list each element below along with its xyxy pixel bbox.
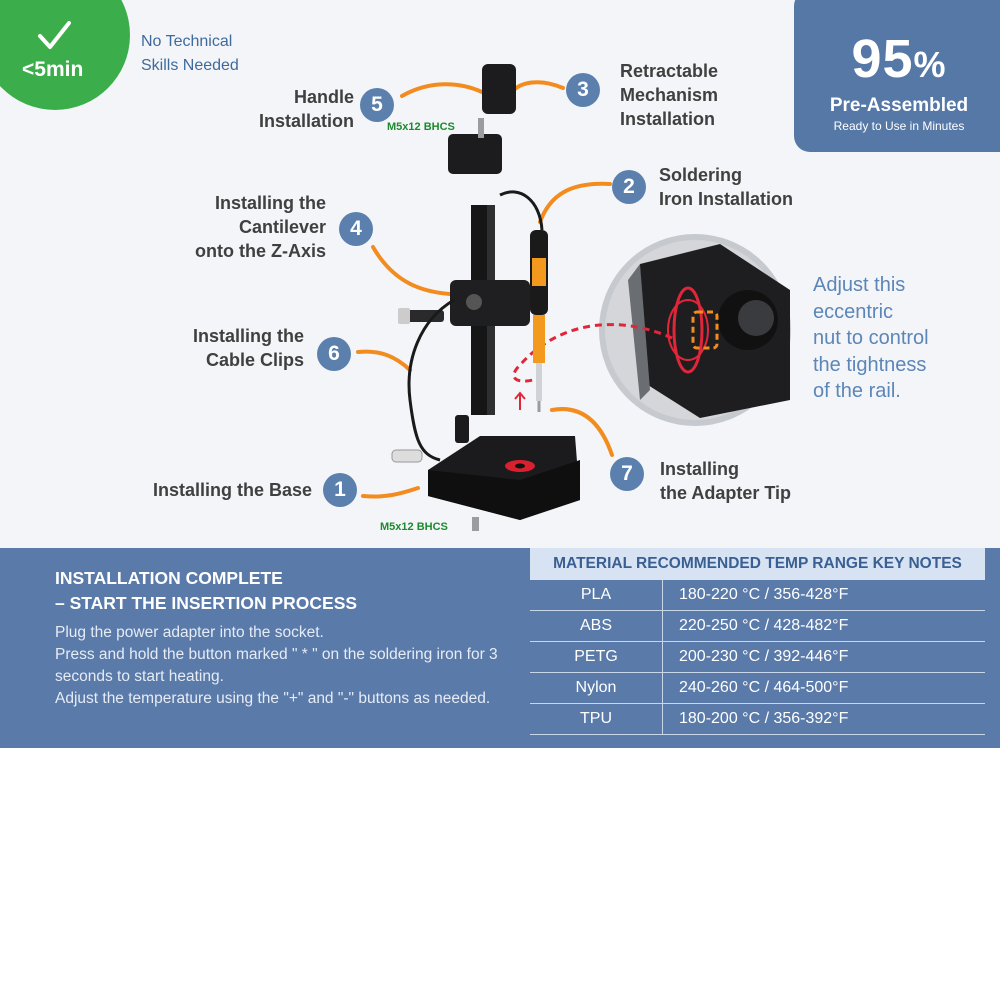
- arrow-step-1: [361, 486, 420, 499]
- assembly-diagram-area: <5min No Technical Skills Needed 95% Pre…: [0, 0, 1000, 548]
- eccentric-nut-zoom: [599, 234, 791, 426]
- soldering-iron-part: [499, 190, 548, 412]
- check-icon: [38, 21, 71, 49]
- pre-assembled-title: Pre-Assembled: [829, 95, 969, 116]
- step-label-6: Installing the Cable Clips: [192, 326, 304, 370]
- arrow-step-4: [371, 245, 452, 296]
- step-number-6: 6: [317, 337, 351, 371]
- time-badge-label: <5min: [22, 58, 84, 81]
- arrow-step-7: [550, 407, 614, 457]
- material-cell: PETG: [530, 642, 663, 672]
- soldering-station-illustration: [356, 64, 791, 531]
- material-cell: Nylon: [530, 673, 663, 703]
- step-number-7: 7: [610, 457, 644, 491]
- step-number-1: 1: [323, 473, 357, 507]
- step-number-2: 2: [612, 170, 646, 204]
- temp-range-cell: 180-220 °C / 356-428°F: [679, 586, 849, 603]
- cantilever-block: [398, 280, 530, 326]
- step-number-5: 5: [360, 88, 394, 122]
- handle-part: [448, 64, 516, 174]
- cable-clip-part: [455, 415, 469, 443]
- table-row: PLA 180-220 °C / 356-428°F: [530, 580, 985, 611]
- temp-range-cell: 240-260 °C / 464-500°F: [679, 679, 849, 696]
- step-label-1: Installing the Base: [152, 480, 312, 500]
- step-label-2: Soldering Iron Installation: [659, 165, 794, 209]
- temperature-table: MATERIAL RECOMMENDED TEMP RANGE KEY NOTE…: [530, 548, 985, 735]
- step-label-4: Installing the Cantilever onto the Z-Axi…: [195, 193, 326, 261]
- material-cell: PLA: [530, 580, 663, 610]
- table-row: TPU 180-200 °C / 356-392°F: [530, 704, 985, 735]
- no-tech-note: No Technical Skills Needed: [141, 33, 239, 74]
- arrow-step-6: [356, 349, 412, 372]
- temp-range-cell: 180-200 °C / 356-392°F: [679, 710, 849, 727]
- pre-assembled-percent: 95%: [851, 29, 947, 89]
- instructions-body: Plug the power adapter into the socket. …: [55, 624, 498, 707]
- table-row: PETG 200-230 °C / 392-446°F: [530, 642, 985, 673]
- temperature-table-header: MATERIAL RECOMMENDED TEMP RANGE KEY NOTE…: [530, 548, 985, 580]
- material-cell: ABS: [530, 611, 663, 641]
- arrow-step-3: [510, 80, 565, 94]
- screw-label-top: M5x12 BHCS: [387, 121, 455, 133]
- material-cell: TPU: [530, 704, 663, 734]
- step-number-4: 4: [339, 212, 373, 246]
- step-label-7: Installing the Adapter Tip: [660, 459, 792, 503]
- insert-arrow-icon: [514, 391, 526, 410]
- temp-range-cell: 200-230 °C / 392-446°F: [679, 648, 849, 665]
- eccentric-nut-note: Adjust this eccentric nut to control the…: [813, 274, 929, 402]
- instructions-title: INSTALLATION COMPLETE – START THE INSERT…: [55, 568, 358, 613]
- pre-assembled-box: 95% Pre-Assembled Ready to Use in Minute…: [794, 0, 1000, 152]
- temp-range-cell: 220-250 °C / 428-482°F: [679, 617, 849, 634]
- step-number-3: 3: [566, 73, 600, 107]
- table-row: ABS 220-250 °C / 428-482°F: [530, 611, 985, 642]
- pre-assembled-subtitle: Ready to Use in Minutes: [833, 119, 965, 133]
- dashed-callout-line: [512, 323, 673, 383]
- arrow-step-5: [400, 82, 484, 98]
- arrow-step-2: [538, 181, 612, 224]
- spare-clip-part: [391, 449, 423, 463]
- screw-label-bottom: M5x12 BHCS: [380, 521, 448, 533]
- table-row: Nylon 240-260 °C / 464-500°F: [530, 673, 985, 704]
- step-label-5: Handle Installation: [258, 87, 354, 131]
- instructions-panel: INSTALLATION COMPLETE – START THE INSERT…: [0, 548, 1000, 748]
- power-cable: [407, 298, 455, 462]
- step-label-3: Retractable Mechanism Installation: [620, 61, 719, 129]
- station-base: [428, 436, 580, 531]
